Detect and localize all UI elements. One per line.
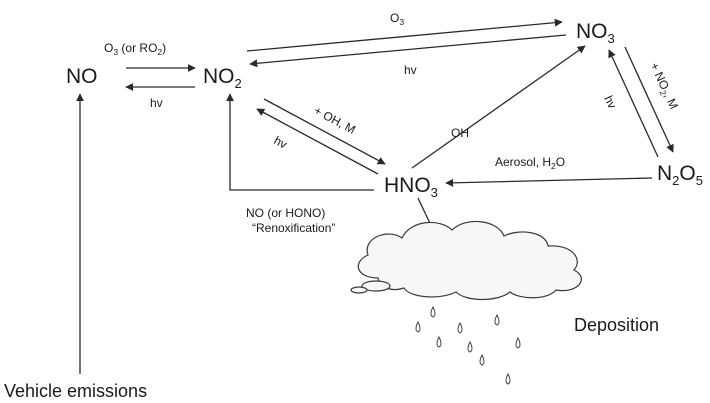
label-oh-m: + OH, M	[312, 103, 358, 136]
node-no: NO	[66, 65, 98, 88]
label-deposition: Deposition	[574, 315, 659, 335]
label-hv-diag: hv	[272, 133, 290, 151]
arrow-n2o5-to-hno3	[445, 177, 653, 187]
label-vehicle-emissions: Vehicle emissions	[4, 381, 147, 401]
arrow-no2-to-hno3	[263, 98, 386, 165]
label-aerosol: Aerosol, H2O	[495, 155, 565, 171]
arrow-no3-to-no2	[249, 34, 567, 68]
arrow-n2o5-to-no3	[608, 49, 659, 158]
arrow-no2-to-no3	[246, 18, 563, 52]
node-n2o5: N2O5	[657, 162, 703, 188]
arrow-hno3-to-no3	[411, 45, 586, 169]
label-renox-line2: “Renoxification”	[252, 221, 335, 235]
node-no2: NO2	[203, 65, 242, 91]
arrow-no3-to-n2o5	[624, 46, 674, 153]
label-renox-line1: NO (or HONO)	[246, 206, 325, 220]
label-o3-or-ro2: O3 (or RO2)	[104, 41, 166, 57]
arrow-renoxification	[226, 93, 374, 191]
label-hv-right: hv	[601, 93, 619, 110]
label-hv-no: hv	[150, 96, 163, 110]
rain-drops-icon	[415, 305, 521, 385]
label-o3-top: O3	[390, 11, 404, 27]
node-hno3: HNO3	[384, 174, 438, 200]
node-no3: NO3	[576, 20, 615, 46]
arrow-hno3-to-no2	[256, 108, 379, 175]
cloud-icon	[350, 220, 582, 301]
label-oh: OH	[451, 126, 469, 140]
label-hv-top: hv	[404, 63, 417, 77]
